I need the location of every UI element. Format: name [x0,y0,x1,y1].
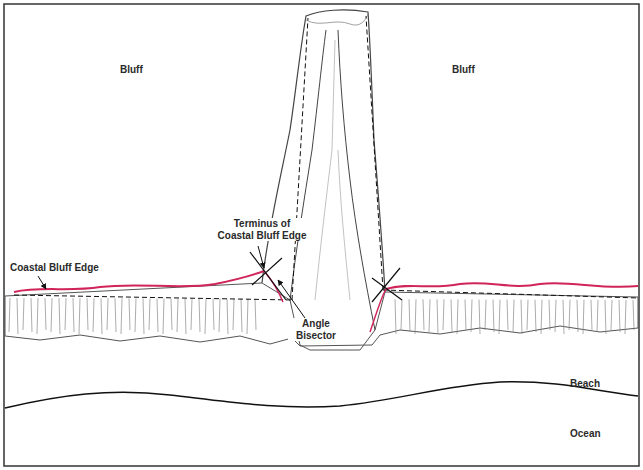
hatch-stroke [583,300,584,334]
hatch-stroke [479,299,480,334]
hatch-stroke [549,300,550,330]
frame [4,4,639,466]
hatch-stroke [219,299,220,332]
hatch-stroke [93,298,94,332]
callout-label: Angle Bisector [288,318,344,341]
hatch-stroke [107,298,108,330]
hatch-stroke [199,299,200,332]
hatch-stroke [149,298,150,330]
hatch-stroke [9,298,10,332]
hatch-stroke [423,299,424,330]
hatch-stroke [101,298,102,334]
hatch-stroke [171,299,172,330]
hatch-stroke [611,300,612,330]
hatch-stroke [205,299,206,334]
hatch-stroke [191,299,192,330]
hatch-stroke [527,300,528,330]
canyon-edge [264,271,283,302]
shoreline [5,382,638,408]
hatch-stroke [485,300,486,330]
hatch-stroke [437,299,438,334]
hatch-stroke [23,298,24,330]
coastal-bluff-edge [14,271,264,292]
region-label: Beach [570,378,630,390]
hatch-stroke [409,299,410,332]
hatch-stroke [157,298,158,332]
bluff-trend-line [383,290,638,298]
leader-arrow [38,276,46,289]
leader-arrow [278,280,305,318]
hatch-stroke [73,298,74,332]
region-label: Bluff [120,64,180,76]
hatch-stroke [241,299,242,332]
hatch-stroke [37,298,38,334]
angle-bisector-line [372,268,402,302]
hatch-stroke [541,300,542,334]
hatch-stroke [121,298,122,334]
hatch-stroke [247,299,248,334]
hatch-stroke [185,299,186,334]
angle-bisector-line [250,252,286,300]
hatch-stroke [415,299,416,334]
hatch-stroke [493,300,494,332]
hatch-stroke [429,299,430,332]
hatch-stroke [619,300,620,332]
hatch-stroke [129,298,130,330]
hatch-stroke [31,298,32,332]
hatch-stroke [115,298,116,332]
hatch-stroke [79,298,80,334]
region-label: Bluff [452,64,512,76]
leader-arrow [258,246,264,268]
coastal-bluff-edge [386,283,638,289]
hatch-stroke [499,300,500,334]
canyon-channel [290,30,375,330]
hatch-stroke [535,300,536,332]
hatch-stroke [135,298,136,332]
hatch-stroke [45,298,46,330]
hatch-stroke [507,300,508,330]
hatch-stroke [51,298,52,332]
hatch-stroke [633,300,634,330]
hatch-stroke [605,300,606,334]
hatch-stroke [569,300,570,330]
canyon-texture [315,40,350,300]
region-label: Ocean [570,428,630,440]
hatch-stroke [577,300,578,332]
hatch-stroke [143,298,144,334]
hatch-stroke [227,299,228,334]
hatch-stroke [597,300,598,332]
hatch-stroke [465,299,466,330]
canyon-head [306,14,368,25]
hatch-stroke [395,299,396,334]
hatch-stroke [163,299,164,334]
canyon-trend-line [292,16,383,300]
hatch-stroke [471,299,472,332]
bluff-face [5,283,638,350]
hatch-stroke [443,299,444,330]
hatch-stroke [555,300,556,332]
hatch-stroke [177,299,178,332]
hatch-stroke [255,299,256,330]
hatch-stroke [591,300,592,330]
hatch-stroke [625,300,626,334]
callout-label: Coastal Bluff Edge [8,262,132,274]
hatch-stroke [213,299,214,330]
hatch-stroke [17,298,18,334]
hatch-stroke [59,298,60,334]
hatch-stroke [563,300,564,334]
hatch-stroke [457,299,458,334]
hatch-stroke [521,300,522,334]
hatch-stroke [87,298,88,330]
callout-label: Terminus of Coastal Bluff Edge [215,218,309,241]
hatch-stroke [65,298,66,330]
hatch-stroke [451,299,452,332]
hatch-stroke [401,299,402,330]
bluff-trend-line [14,295,292,300]
hatch-stroke [233,299,234,330]
hatch-stroke [513,300,514,332]
